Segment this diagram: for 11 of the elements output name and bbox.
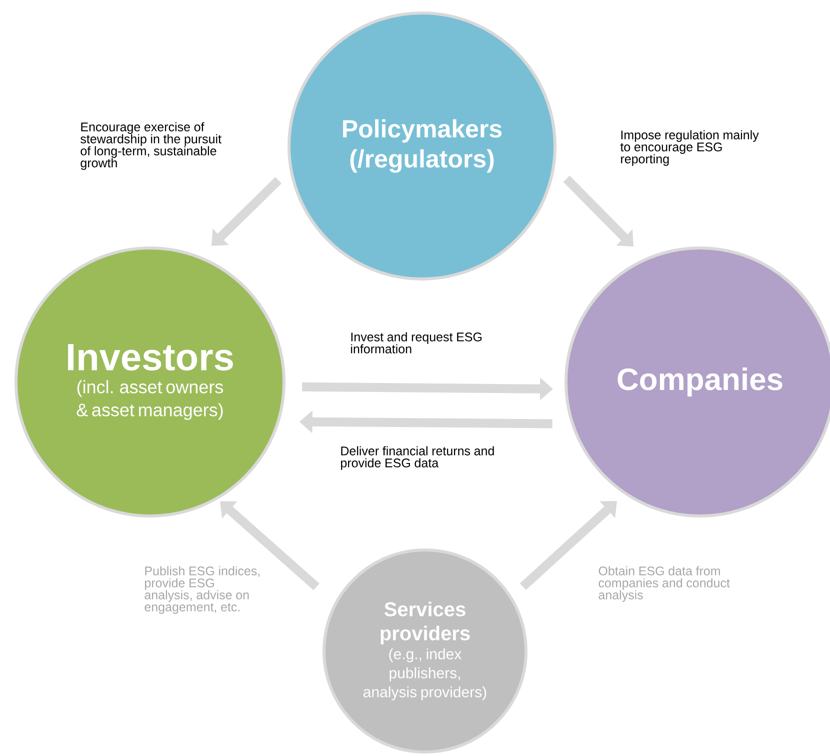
edge-label: Deliver financial returns and provide ESG data: [341, 446, 494, 470]
edge-label: Invest and request ESG information: [351, 332, 482, 354]
circle-node: Investors (incl. asset owners & asset managers): [14, 246, 286, 518]
circle-node: Companies: [564, 246, 830, 518]
edge-label: Obtain ESG data from companies and conduct analysis: [598, 566, 730, 602]
circle-node: Services providers (e.g., index publishers, analysis providers): [322, 548, 528, 754]
arrow: [563, 176, 634, 247]
edge-label: Publish ESG indices, provide ESG analysis, advise on engagement, etc.: [144, 566, 260, 614]
edge-label: Encourage exercise of stewardship in the pursuit of long-term, sustainable growth: [80, 122, 222, 170]
circle-node: Policymakers (/regulators): [288, 12, 556, 280]
edge-label: Impose regulation mainly to encourage ESG reporting: [620, 130, 759, 166]
